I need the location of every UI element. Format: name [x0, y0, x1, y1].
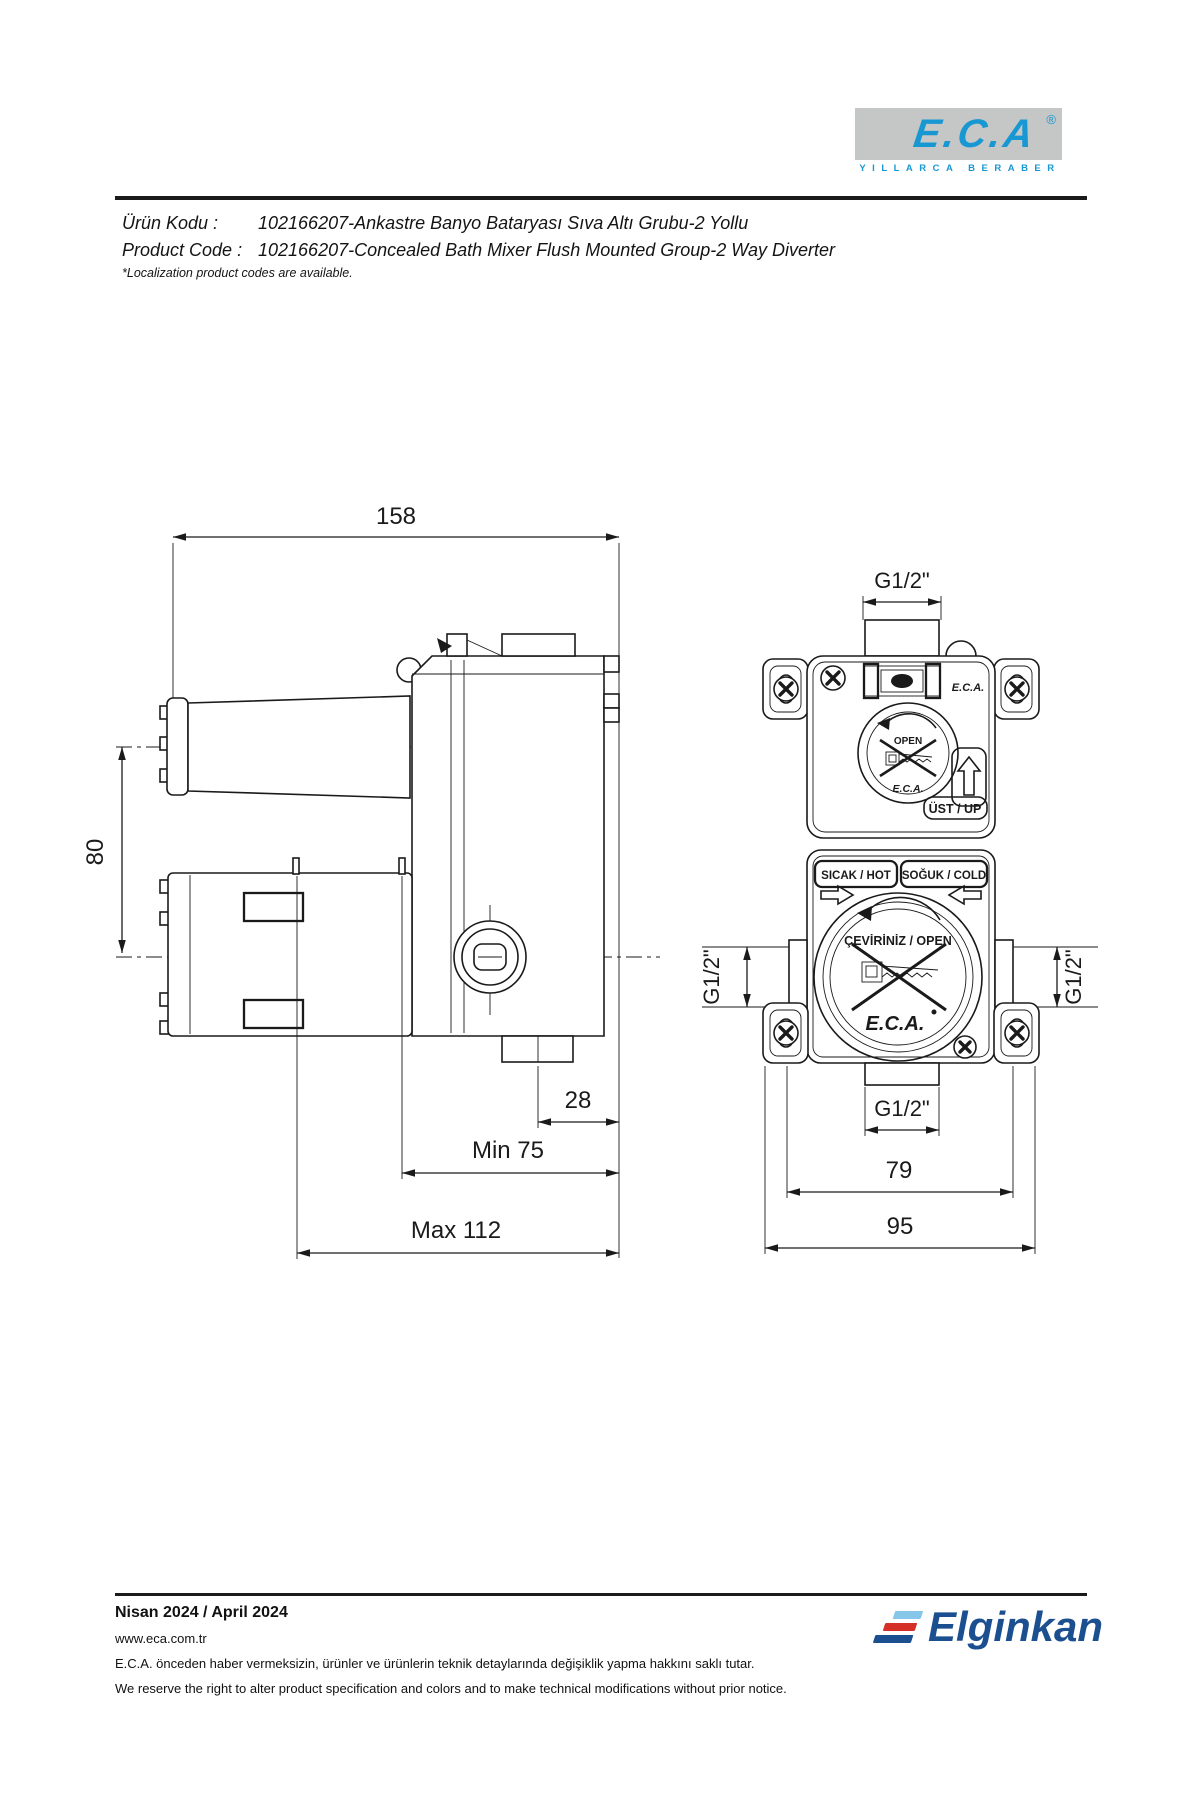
registered-mark-icon: ® [1046, 112, 1056, 127]
dim-g12-top: G1/2" [862, 568, 942, 620]
bottom-pipe-stub [864, 1062, 940, 1086]
level-indicator [862, 662, 942, 700]
side-view-drawing: 158 80 [82, 503, 660, 1259]
product-code-label: Product Code : [122, 240, 243, 260]
eca-logo: E.C.A ® [855, 108, 1062, 160]
mount-tab-bottom-left [762, 1002, 809, 1064]
lower-dial: ÇEVİRİNİZ / OPEN E.C.A. [813, 892, 983, 1062]
dim-28: 28 [537, 1066, 619, 1128]
dim-79: 79 [786, 1066, 1014, 1198]
svg-text:Max 112: Max 112 [411, 1217, 501, 1244]
flange-step-3 [603, 707, 620, 723]
level-bubble [891, 674, 913, 688]
dim-g12-bottom: G1/2" [864, 1087, 940, 1136]
front-view-drawing: G1/2" [699, 568, 1098, 1254]
side-valve-port [453, 905, 527, 1015]
mount-tab-top-left [762, 658, 809, 720]
urun-kodu-label: Ürün Kodu : [122, 213, 219, 233]
up-arrow-icon [956, 755, 982, 796]
dim-80: 80 [82, 747, 126, 953]
left-pipe-stub [788, 939, 808, 1011]
svg-text:G1/2": G1/2" [874, 1096, 930, 1121]
valve-body-side [396, 633, 620, 1063]
svg-text:95: 95 [887, 1213, 914, 1240]
top-connector [501, 633, 576, 657]
svg-text:ÜST / UP: ÜST / UP [929, 801, 982, 816]
product-code-row-tr: Ürün Kodu : 102166207-Ankastre Banyo Bat… [122, 210, 1022, 237]
ust-up-label: ÜST / UP [923, 747, 988, 820]
dim-g12-right: G1/2" [1013, 946, 1098, 1008]
pin-max112 [292, 857, 300, 875]
right-arrow-icon [820, 884, 855, 906]
open-direction-arrow-icon [884, 712, 937, 729]
body-screw-bottom-right [953, 1035, 977, 1059]
flange-step-1 [603, 655, 620, 673]
dim-g12-left: G1/2" [699, 946, 789, 1008]
no-cutting-icon [879, 738, 937, 778]
housing-slot-upper [242, 891, 305, 923]
svg-text:SICAK / HOT: SICAK / HOT [821, 870, 891, 882]
svg-text:ÇEVİRİNİZ / OPEN: ÇEVİRİNİZ / OPEN [844, 933, 952, 948]
svg-text:E.C.A.: E.C.A. [893, 783, 924, 795]
dim-max-112: Max 112 [296, 876, 619, 1259]
top-pipe-stub [864, 619, 940, 657]
product-code-value: 102166207-Concealed Bath Mixer Flush Mou… [258, 240, 835, 260]
dim-95: 95 [764, 1066, 1036, 1254]
svg-text:OPEN: OPEN [894, 736, 922, 747]
urun-kodu-value: 102166207-Ankastre Banyo Bataryası Sıva … [258, 213, 749, 233]
mount-tab-bottom-right [993, 1002, 1040, 1064]
svg-text:80: 80 [82, 839, 109, 866]
mount-tab-top-right [993, 658, 1040, 720]
pin-min75 [398, 857, 406, 875]
soguk-cold-label: SOĞUK / COLD [899, 859, 989, 906]
title-block: Ürün Kodu : 102166207-Ankastre Banyo Bat… [122, 210, 1022, 280]
product-code-row-en: Product Code : 102166207-Concealed Bath … [122, 237, 1022, 264]
footer-date: Nisan 2024 / April 2024 [115, 1604, 288, 1621]
body-bump [945, 640, 977, 657]
elginkan-name: Elginkan [928, 1603, 1104, 1650]
header-rule [115, 196, 1087, 200]
lower-housing [159, 857, 413, 1037]
housing-slot-lower [242, 998, 305, 1030]
body-screw-top-left [820, 665, 846, 691]
upper-body-inner [812, 661, 990, 833]
elginkan-bars-icon [872, 1611, 924, 1643]
svg-text:28: 28 [565, 1087, 592, 1114]
vent-mark [437, 638, 452, 653]
flange-step-2 [603, 693, 620, 709]
svg-text:SOĞUK / COLD: SOĞUK / COLD [902, 869, 986, 882]
eca-tagline: YILLARCA BERABER [859, 163, 1061, 174]
open-direction-arrow-icon [865, 896, 941, 921]
svg-text:79: 79 [886, 1157, 913, 1184]
right-pipe-stub [994, 939, 1014, 1011]
svg-text:158: 158 [376, 503, 416, 530]
eca-plate-text: E.C.A. [952, 682, 984, 694]
svg-text:G1/2": G1/2" [1061, 949, 1086, 1005]
svg-text:G1/2": G1/2" [699, 949, 724, 1005]
svg-text:Min 75: Min 75 [472, 1137, 544, 1164]
left-arrow-icon [947, 884, 982, 906]
footer-rule [115, 1593, 1087, 1596]
footer-disclaimer-tr: E.C.A. önceden haber vermeksizin, ürünle… [115, 1656, 755, 1671]
upper-dial: OPEN E.C.A. [857, 702, 959, 804]
footer-website: www.eca.com.tr [115, 1631, 207, 1646]
lower-body-inner [812, 855, 990, 1058]
upper-pipe [159, 695, 411, 799]
localization-note: *Localization product codes are availabl… [122, 266, 353, 280]
upper-body [806, 655, 996, 839]
elginkan-logo: Elginkan [872, 1603, 1104, 1650]
dim-min-75: Min 75 [401, 876, 619, 1179]
sicak-hot-label: SICAK / HOT [813, 859, 899, 906]
svg-text:G1/2": G1/2" [874, 568, 930, 593]
no-cutting-icon [851, 942, 947, 1012]
svg-text:E.C.A.: E.C.A. [866, 1013, 925, 1035]
footer-disclaimer-en: We reserve the right to alter product sp… [115, 1681, 787, 1696]
bottom-outlet-stub [501, 1035, 574, 1063]
